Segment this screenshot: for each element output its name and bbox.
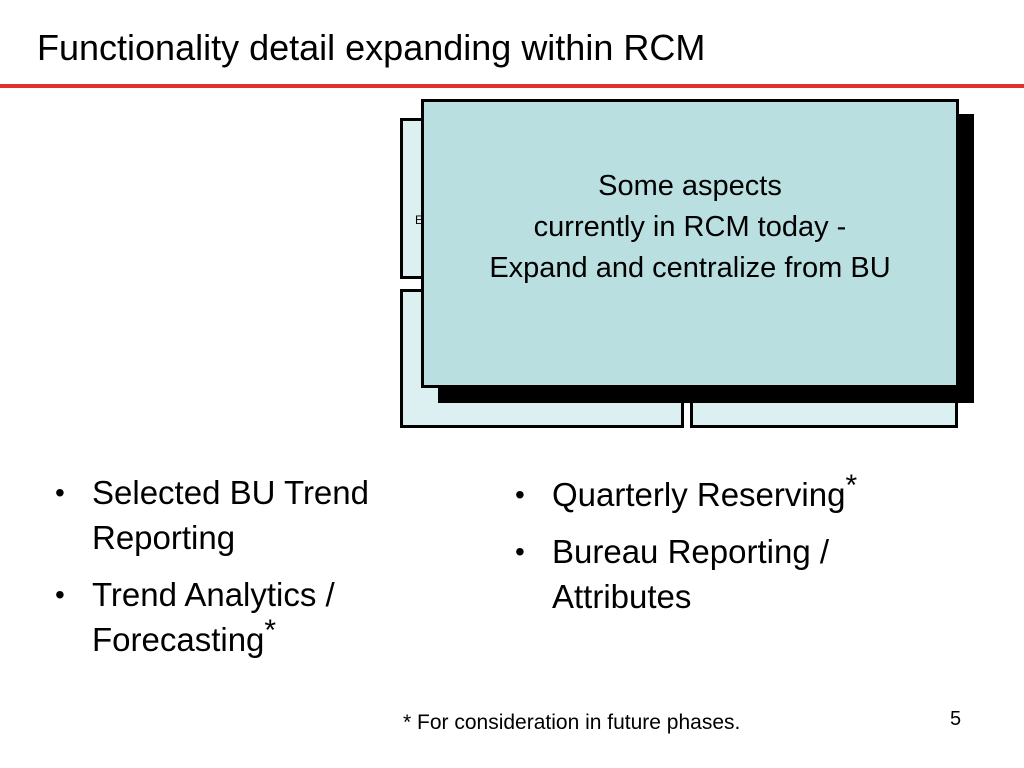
bullet-item: • Selected BU Trend Reporting [55,470,455,560]
diagram-box-partial-label: E [415,213,424,227]
callout-text: Some aspects currently in RCM today - Ex… [489,166,890,289]
title-divider [0,84,1024,88]
callout-box: Some aspects currently in RCM today - Ex… [421,99,959,388]
asterisk-marker: * [264,614,277,647]
page-number: 5 [950,708,962,730]
bullet-icon: • [55,477,65,508]
bullet-text-line: Attributes [552,578,692,615]
bullet-text-line: Bureau Reporting / [552,533,830,570]
bullet-text-line: Forecasting [92,621,265,658]
footnote: * For consideration in future phases. [403,711,741,734]
callout-line: Expand and centralize from BU [489,252,891,284]
bullet-text-line: Trend Analytics / [92,576,335,613]
bullet-text-line: Reporting [92,519,236,556]
slide-title: Functionality detail expanding within RC… [37,27,706,68]
bullet-item: • Bureau Reporting / Attributes [515,529,935,619]
left-bullet-list: • Selected BU Trend Reporting • Trend An… [55,470,455,662]
right-bullet-list: • Quarterly Reserving* • Bureau Reportin… [515,469,935,619]
bullet-item: • Trend Analytics / Forecasting* [55,572,455,662]
bullet-icon: • [515,479,525,510]
bullet-icon: • [515,536,525,567]
callout-line: currently in RCM today - [533,211,847,243]
bullet-text-line: Selected BU Trend [92,474,369,511]
asterisk-marker: * [845,469,858,502]
bullet-item: • Quarterly Reserving* [515,469,935,517]
bullet-text-line: Quarterly Reserving [552,476,846,513]
callout-line: Some aspects [598,170,782,202]
bullet-icon: • [55,579,65,610]
